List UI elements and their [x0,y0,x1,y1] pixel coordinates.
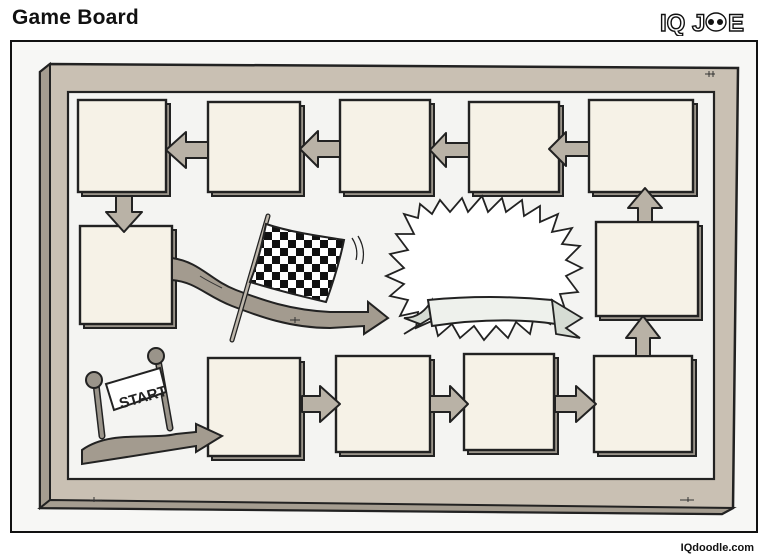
start-banner: START [81,347,225,466]
iqdoodle-logo: IQ J E [658,8,756,37]
logo-graphic: IQ J E [659,9,744,37]
svg-text:IQ: IQ [660,10,685,36]
arrow-left-icon [429,132,470,168]
space-bottom-2[interactable] [334,354,435,457]
space-bottom-4[interactable] [592,354,697,457]
arrow-up-icon [627,187,663,223]
ribbon-arrow [171,256,390,336]
arrow-left-icon [299,130,341,168]
space-middle-left[interactable] [78,224,177,329]
arrow-left-icon [548,131,590,167]
svg-text:J: J [692,10,705,36]
arrow-right-icon [429,385,469,423]
space-top-1[interactable] [76,98,171,197]
space-top-3[interactable] [338,98,435,197]
space-bottom-3[interactable] [462,352,559,455]
arrow-left-icon [165,131,209,169]
page-title: Game Board [12,6,139,29]
space-top-5[interactable] [587,98,698,197]
footer-credit: IQdoodle.com [680,542,754,554]
blank-banner [403,296,584,339]
arrow-up-icon [625,315,661,357]
arrow-right-icon [554,385,597,423]
space-top-2[interactable] [206,100,305,197]
space-middle-right[interactable] [594,220,703,321]
arrow-down-icon [105,195,143,233]
svg-text:E: E [728,10,744,36]
arrow-right-icon [301,385,341,423]
space-bottom-1[interactable] [206,356,305,461]
checkered-flag-icon [229,213,365,343]
